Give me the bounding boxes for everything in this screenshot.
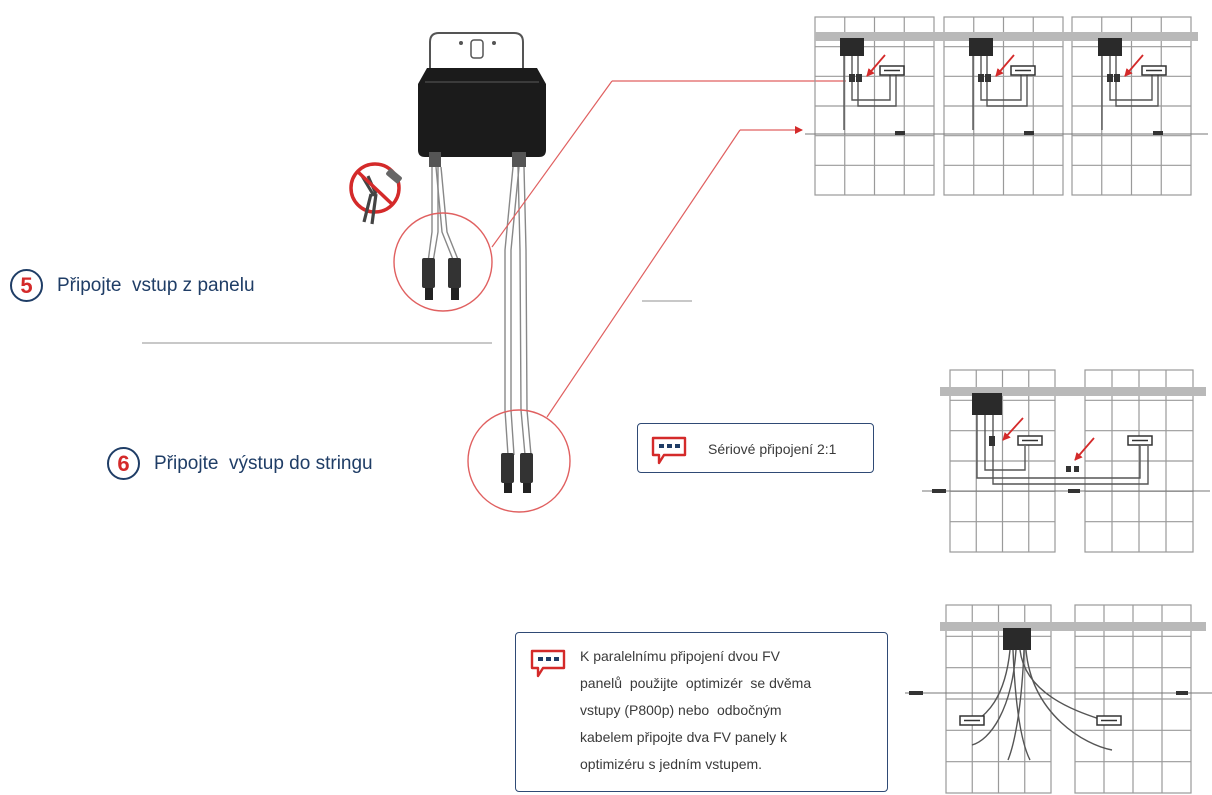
optimizer-box [1003, 628, 1031, 650]
red-arrow [1002, 417, 1024, 441]
optimizer-icon [418, 32, 546, 167]
input-zoom-circle [393, 212, 493, 312]
panel-junction-box [1127, 435, 1153, 446]
red-arrow [1124, 54, 1144, 77]
input-cables [427, 166, 460, 263]
top-rail [815, 32, 1198, 41]
panel-junction-box [959, 715, 985, 726]
red-arrow [1074, 437, 1095, 461]
speech-bubble-icon [651, 436, 687, 465]
series-note: Sériové připojení 2:1 [637, 423, 874, 473]
series-panel-2 [1084, 369, 1194, 553]
parallel-panel-1 [945, 604, 1052, 794]
panel-junction-box [1096, 715, 1122, 726]
red-arrow [995, 54, 1015, 77]
red-arrow [866, 54, 886, 77]
optimizer-box [840, 38, 864, 56]
optimizer-box [972, 393, 1002, 415]
step-6-number: 6 [107, 447, 140, 480]
series-rail [940, 387, 1206, 396]
parallel-panel-2 [1074, 604, 1192, 794]
step-6: 6 Připojte výstup do stringu [107, 447, 373, 480]
leader-output [546, 129, 741, 418]
step-5-text: Připojte vstup z panelu [57, 274, 255, 296]
parallel-panel-array [905, 604, 1212, 794]
step-5-number: 5 [10, 269, 43, 302]
panel-junction-box [879, 65, 905, 76]
step-5: 5 Připojte vstup z panelu [10, 269, 255, 302]
top-panel-array [805, 16, 1208, 196]
panel-junction-box [1017, 435, 1043, 446]
optimizer-box [1098, 38, 1122, 56]
parallel-note-line-2: panelů použijte optimizér se dvěma [580, 675, 812, 691]
leader-input [491, 80, 613, 248]
parallel-note: K paralelnímu připojení dvou FV panelů p… [515, 632, 888, 792]
parallel-note-line-4: kabelem připojte dva FV panely k [580, 729, 787, 745]
parallel-note-line-5: optimizéru s jedním vstupem. [580, 756, 763, 772]
panel-junction-box [1141, 65, 1167, 76]
parallel-note-line-1: K paralelnímu připojení dvou FV [580, 648, 780, 664]
output-zoom-circle [467, 409, 571, 513]
input-connectors [422, 258, 461, 300]
optimizer-box [969, 38, 993, 56]
output-cables [504, 166, 532, 456]
panel-junction-box [1010, 65, 1036, 76]
output-connectors [501, 453, 533, 493]
no-crimp-tool-icon [349, 162, 402, 225]
series-panel-1 [949, 369, 1056, 553]
parallel-note-line-3: vstupy (P800p) nebo odbočným [580, 702, 782, 718]
speech-bubble-icon [530, 649, 566, 678]
series-panel-array [922, 369, 1210, 553]
series-note-text: Sériové připojení 2:1 [708, 441, 837, 457]
parallel-rail [940, 622, 1206, 631]
step-6-text: Připojte výstup do stringu [154, 452, 373, 474]
